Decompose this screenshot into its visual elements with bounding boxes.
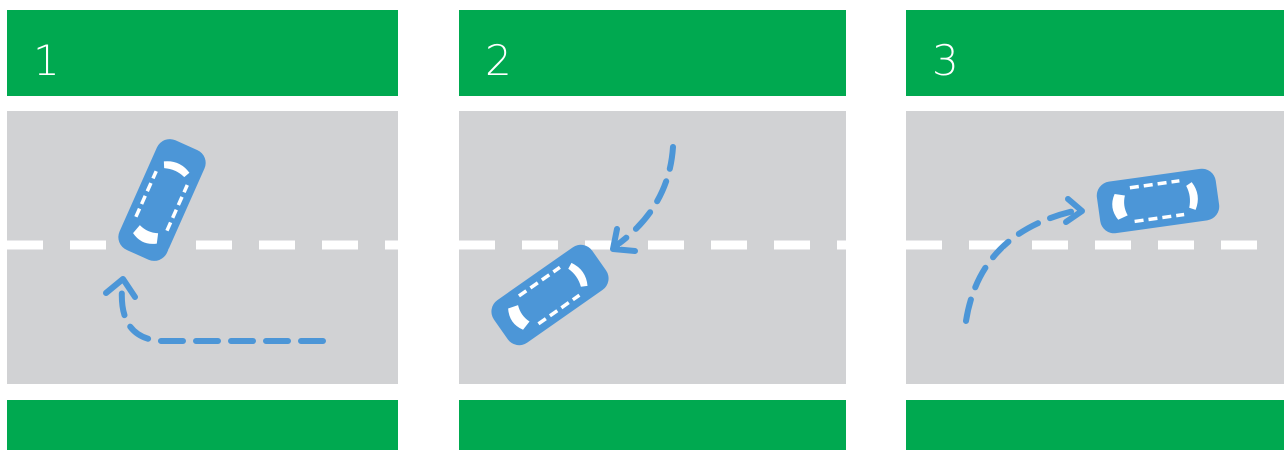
road-illustration — [906, 111, 1284, 384]
car-top-view-icon — [114, 135, 210, 266]
step-panel-1: 1 — [7, 0, 398, 450]
road-illustration — [7, 111, 398, 384]
step-panel-3: 3 — [906, 0, 1284, 450]
step-number: 1 — [33, 40, 60, 82]
road-scene — [906, 111, 1284, 384]
road-scene — [459, 111, 846, 384]
car-top-view-icon — [1095, 167, 1221, 235]
road-illustration — [459, 111, 846, 384]
road-scene — [7, 111, 398, 384]
step-header: 2 — [459, 10, 846, 96]
car-top-view-icon — [486, 239, 614, 350]
step-header: 3 — [906, 10, 1284, 96]
step-panel-2: 2 — [459, 0, 846, 450]
dashed-curved-arrow-icon — [122, 289, 323, 341]
dashed-curved-arrow-icon — [617, 147, 673, 245]
step-header: 1 — [7, 10, 398, 96]
step-footer — [459, 400, 846, 450]
dashed-curved-arrow-icon — [966, 211, 1074, 321]
step-number: 3 — [932, 40, 959, 82]
step-footer — [7, 400, 398, 450]
step-footer — [906, 400, 1284, 450]
step-number: 2 — [485, 40, 512, 82]
